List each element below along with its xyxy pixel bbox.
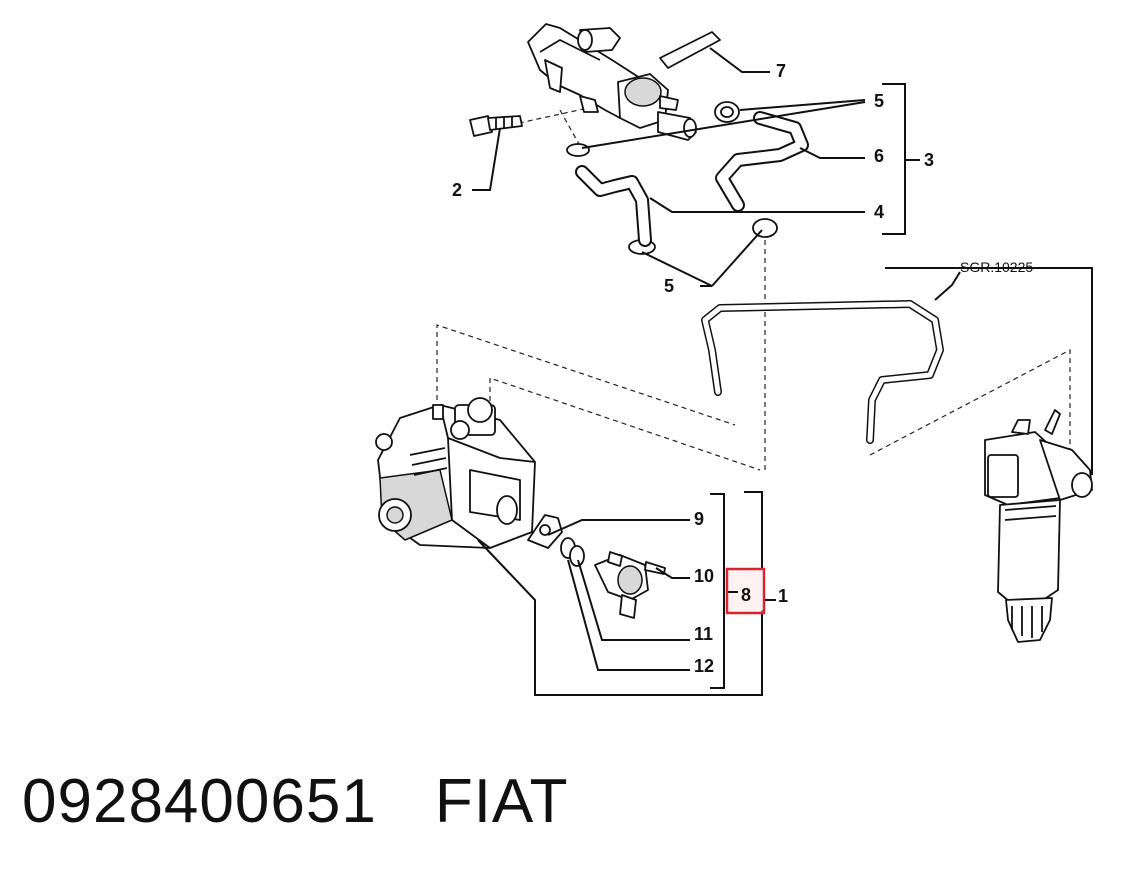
regulator-parts bbox=[527, 514, 666, 619]
fitting-assembly bbox=[527, 23, 721, 141]
fuel-return-pipe bbox=[701, 300, 944, 444]
callout-1[interactable]: 1 bbox=[778, 586, 788, 606]
callout-5-top[interactable]: 5 bbox=[874, 91, 884, 111]
callout-2[interactable]: 2 bbox=[452, 180, 462, 200]
part-number: 0928400651 bbox=[22, 767, 377, 836]
callout-5-bottom[interactable]: 5 bbox=[664, 276, 674, 296]
callout-12[interactable]: 12 bbox=[694, 656, 714, 676]
injection-pump bbox=[375, 397, 536, 549]
assembly-guide-lines bbox=[436, 99, 1071, 471]
callout-8[interactable]: 8 bbox=[741, 585, 751, 605]
brand-name: FIAT bbox=[434, 767, 569, 836]
hose-4 bbox=[575, 165, 652, 247]
callout-3[interactable]: 3 bbox=[924, 150, 934, 170]
group-brackets bbox=[710, 83, 920, 689]
callout-4[interactable]: 4 bbox=[874, 202, 884, 222]
reference-label: SGR.10225 bbox=[960, 259, 1033, 275]
callout-11[interactable]: 11 bbox=[694, 624, 713, 644]
callout-9[interactable]: 9 bbox=[694, 509, 704, 529]
callout-labels: 7 5 6 3 2 4 5 9 10 8 1 11 12 SGR.10225 bbox=[452, 61, 1033, 676]
callout-7[interactable]: 7 bbox=[776, 61, 786, 81]
bolt bbox=[469, 115, 523, 137]
callout-10[interactable]: 10 bbox=[694, 566, 714, 586]
hose-6 bbox=[715, 111, 809, 212]
callout-6[interactable]: 6 bbox=[874, 146, 884, 166]
fuel-filter bbox=[984, 409, 1093, 643]
part-caption: 0928400651 FIAT bbox=[22, 766, 569, 837]
leader-lines bbox=[472, 47, 1093, 696]
